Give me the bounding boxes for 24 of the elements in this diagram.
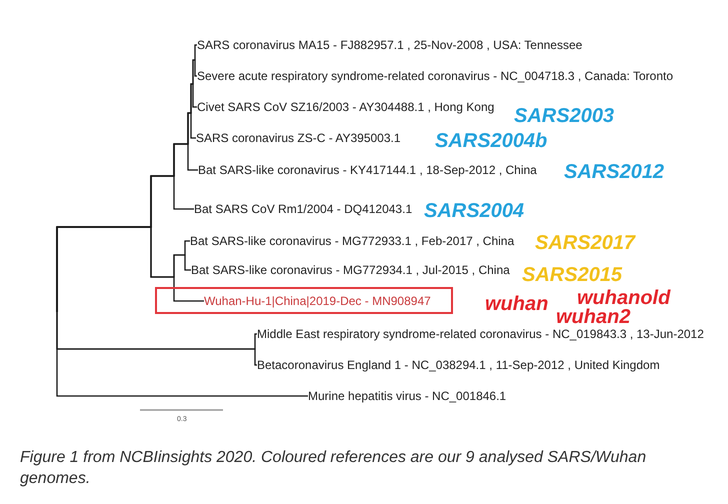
genome-tag: SARS2004 xyxy=(424,202,524,220)
taxon-label: Middle East respiratory syndrome-related coronavirus - NC_019843.3 , 13-Jun-2012 xyxy=(257,327,704,341)
genome-tag: SARS2017 xyxy=(535,234,636,252)
genome-tag: wuhan2 xyxy=(556,308,630,326)
taxon-label: Bat SARS-like coronavirus - MG772934.1 , Jul-2015 , China xyxy=(191,263,510,277)
taxon-label: Bat SARS CoV Rm1/2004 - DQ412043.1 xyxy=(194,202,412,216)
taxon-label: Betacoronavirus England 1 - NC_038294.1 , 11-Sep-2012 , United Kingdom xyxy=(257,358,660,372)
genome-tag: SARS2012 xyxy=(564,162,664,182)
taxon-label: SARS coronavirus ZS-C - AY395003.1 xyxy=(196,131,401,145)
taxon-label: Severe acute respiratory syndrome-related coronavirus - NC_004718.3 , Canada: Toronto xyxy=(197,69,674,83)
taxon-label: SARS coronavirus MA15 - FJ882957.1 , 25-Nov-2008 , USA: Tennessee xyxy=(197,38,582,52)
genome-tag: SARS2015 xyxy=(522,266,622,284)
genome-tag: SARS2003 xyxy=(514,106,614,126)
genome-tag: wuhan xyxy=(485,294,548,314)
tree-branch xyxy=(56,312,308,397)
genome-tag: SARS2004b xyxy=(435,132,548,150)
genome-tag: wuhanold xyxy=(577,288,670,308)
taxon-label: Wuhan-Hu-1|China|2019-Dec - MN908947 xyxy=(204,294,431,308)
taxon-label: Bat SARS-like coronavirus - KY417144.1 , 18-Sep-2012 , China xyxy=(198,163,537,177)
taxon-label: Bat SARS-like coronavirus - MG772933.1 , Feb-2017 , China xyxy=(190,234,514,248)
taxon-label: Civet SARS CoV SZ16/2003 - AY304488.1 , Hong Kong xyxy=(197,100,494,114)
taxon-label: Murine hepatitis virus - NC_001846.1 xyxy=(308,389,506,403)
figure-caption: Figure 1 from NCBIinsights 2020. Coloured references are our 9 analysed SARS/Wuhan genomes. xyxy=(20,448,648,489)
highlight-box xyxy=(155,287,453,314)
